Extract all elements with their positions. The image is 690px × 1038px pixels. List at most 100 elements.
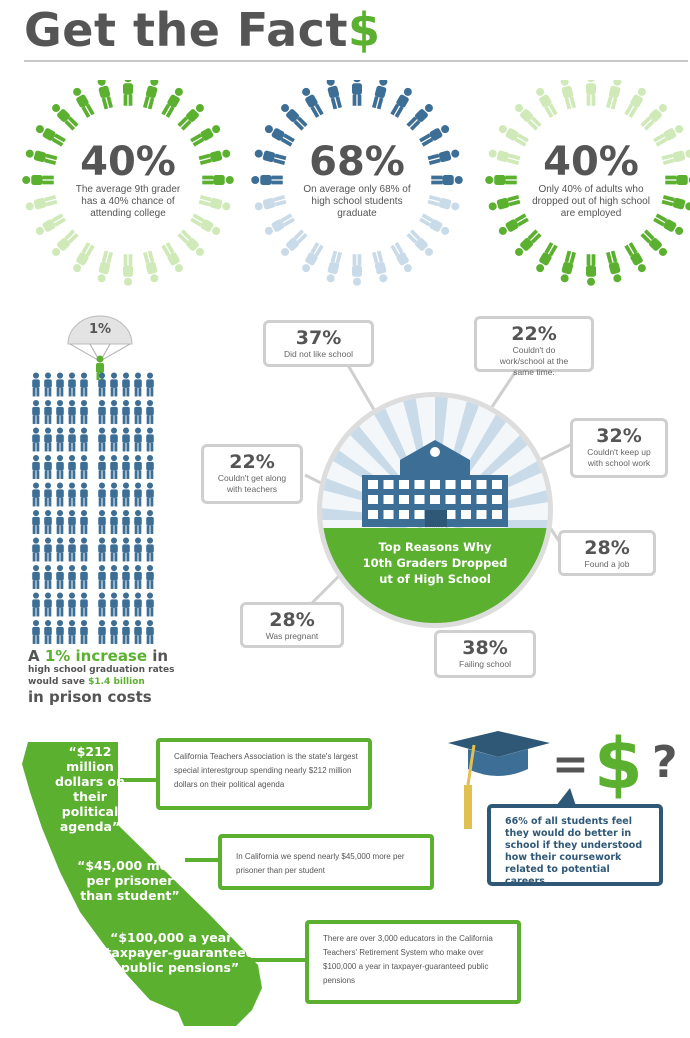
person-icon [80, 482, 88, 507]
ca-fact-box-3: There are over 3,000 educators in the Ca… [305, 920, 521, 1004]
stat-3-percent: 40% [543, 139, 639, 185]
question-mark: ? [652, 737, 678, 788]
school-window [445, 480, 456, 489]
person-icon [97, 250, 114, 283]
school-window [445, 495, 456, 504]
reason-7-label: Couldn't get along with teachers [217, 473, 287, 494]
person-icon [419, 125, 450, 147]
person-icon [177, 229, 204, 256]
person-icon [122, 427, 130, 452]
equals-sign: = [552, 739, 589, 790]
school-window [414, 510, 425, 519]
person-icon [32, 537, 40, 562]
stat-2-percent: 68% [309, 139, 405, 185]
school-window [383, 495, 394, 504]
person-icon [110, 427, 118, 452]
person-icon [515, 104, 542, 131]
reason-box-2: 22% Couldn't do work/school at the same … [474, 316, 594, 377]
parachute-label: 1% [88, 322, 112, 337]
school-window [414, 480, 425, 489]
person-icon [134, 427, 142, 452]
person-icon [56, 455, 64, 479]
person-icon [326, 80, 343, 110]
reason-box-6: 28% Was pregnant [240, 602, 344, 648]
reason-5-percent: 38% [462, 637, 508, 659]
stat-2: 68% On average only 68% of high school s… [292, 140, 422, 220]
school-window [461, 510, 471, 519]
person-icon [406, 229, 433, 256]
person-icon [32, 482, 40, 507]
person-icon [97, 80, 114, 110]
person-icon [134, 455, 142, 479]
person-icon [68, 537, 76, 562]
person-icon [198, 194, 231, 211]
graduation-cap-icon [448, 731, 550, 829]
person-icon [25, 194, 58, 211]
person-icon [515, 229, 542, 256]
school-window [492, 495, 502, 504]
person-icon [122, 482, 130, 507]
reason-box-4: 28% Found a job [558, 530, 656, 576]
ca-fact-box-2: In California we spend nearly $45,000 mo… [218, 834, 434, 890]
person-icon [134, 400, 142, 424]
person-icon [586, 254, 596, 286]
person-icon [68, 455, 76, 479]
person-icon [302, 87, 324, 118]
person-icon [661, 149, 690, 166]
person-icon [110, 510, 118, 534]
person-icon [110, 565, 118, 589]
person-icon [427, 149, 460, 166]
person-icon [605, 80, 622, 110]
person-icon [110, 482, 118, 507]
person-icon [134, 482, 142, 507]
person-icon [122, 537, 130, 562]
stat-3: 40% Only 40% of adults who dropped out o… [526, 140, 656, 220]
school-window [414, 495, 425, 504]
school-window [461, 495, 471, 504]
person-icon [419, 213, 450, 235]
person-icon [146, 482, 154, 507]
title-divider [24, 60, 688, 62]
ring-stat-2 [251, 80, 463, 286]
school-window [476, 495, 487, 504]
person-icon [35, 125, 66, 147]
person-icon [80, 537, 88, 562]
person-icon [32, 427, 40, 452]
person-icon [110, 537, 118, 562]
person-icon [142, 250, 159, 283]
person-icon [254, 149, 287, 166]
person-icon [56, 565, 64, 589]
person-icon [254, 194, 287, 211]
school-window [476, 480, 487, 489]
person-icon [44, 592, 52, 617]
person-icon [146, 620, 154, 644]
person-icon [661, 194, 690, 211]
person-icon [122, 510, 130, 534]
school-window [383, 480, 394, 489]
person-icon [134, 372, 142, 397]
person-icon [498, 213, 529, 235]
ca-quote-1: “$212 million dollars on their political… [55, 744, 125, 834]
person-icon [560, 80, 577, 110]
person-icon [110, 620, 118, 644]
person-icon [80, 372, 88, 397]
person-icon [624, 87, 646, 118]
school-window [399, 495, 409, 504]
person-icon [52, 104, 79, 131]
title-text: Get the Fact [24, 3, 348, 57]
person-icon [146, 372, 154, 397]
person-icon [56, 620, 64, 644]
person-icon [56, 427, 64, 452]
person-icon [485, 175, 517, 185]
person-icon [146, 510, 154, 534]
person-icon [146, 455, 154, 479]
person-icon [640, 104, 667, 131]
school-building-icon [362, 440, 508, 527]
stat-2-desc: On average only 68% of high school stude… [303, 184, 411, 219]
person-icon [134, 592, 142, 617]
stat-1-percent: 40% [80, 139, 176, 185]
person-icon [190, 125, 221, 147]
person-icon [123, 254, 133, 286]
reason-box-5: 38% Failing school [434, 630, 536, 678]
person-icon [161, 87, 183, 118]
